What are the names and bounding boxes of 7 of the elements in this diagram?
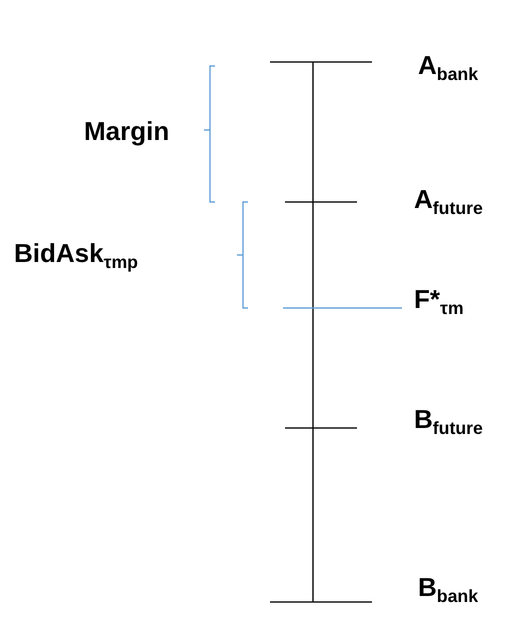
level-label: A$_{future}$ [414,184,483,216]
bracket-label: Margin [84,116,170,148]
bracket-label: BidAsk$_{τmp}$ [14,238,138,270]
level-label: B$_{future}$ [414,404,483,436]
level-label: A$_{bank}$ [418,50,478,82]
level-label: B$_{bank}$ [418,572,478,604]
level-label: F*$_{τm}$ [414,284,464,316]
